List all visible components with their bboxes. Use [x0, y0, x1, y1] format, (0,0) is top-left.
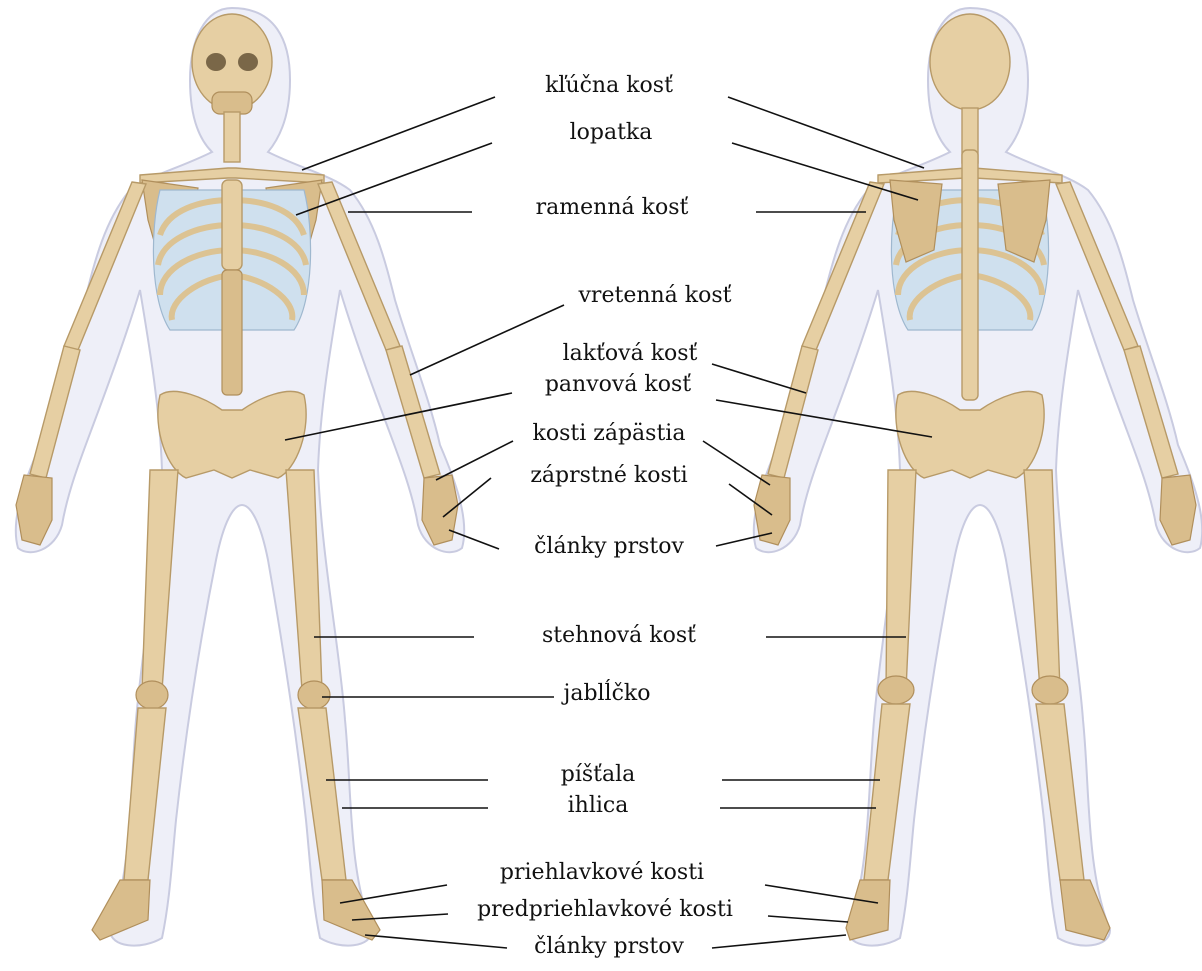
label-jablcko: jablĺčko — [564, 683, 651, 705]
label-predpriehlavkove-kosti: predpriehlavkové kosti — [477, 899, 733, 921]
label-pistala: píšťala — [561, 764, 636, 786]
back-right-foot — [1060, 880, 1110, 940]
label-zaprstne-kosti: záprstné kosti — [530, 465, 687, 487]
front-right-eye-socket — [238, 53, 258, 71]
back-left-foot — [846, 880, 890, 940]
back-skeleton-figure — [754, 8, 1202, 946]
leader-vretenna — [410, 305, 564, 375]
front-jaw — [212, 92, 252, 114]
front-left-patella — [136, 681, 168, 709]
back-skull — [930, 14, 1010, 110]
label-vretenna-kost: vretenná kosť — [579, 285, 732, 307]
front-left-eye-socket — [206, 53, 226, 71]
front-right-patella — [298, 681, 330, 709]
leader-laktova — [712, 364, 806, 393]
label-ihlica: ihlica — [568, 795, 629, 817]
leader-klucna-front — [302, 97, 495, 170]
leader-zapastie-back — [703, 441, 770, 485]
leader-lines — [285, 97, 932, 948]
label-clanky-prstov-noha: články prstov — [534, 936, 684, 958]
front-lumbar-spine — [222, 270, 242, 395]
leader-zapastie-front — [436, 441, 513, 480]
front-sternum — [222, 180, 242, 270]
leader-predpriehlavkove-back — [768, 916, 848, 922]
leader-clanky-noha-front — [365, 935, 507, 948]
label-laktova-kost: lakťová kosť — [563, 343, 698, 365]
back-right-knee — [1032, 676, 1068, 704]
back-spine — [962, 150, 978, 400]
back-left-knee — [878, 676, 914, 704]
label-kosti-zapastia: kosti zápästia — [533, 423, 686, 445]
label-stehnova-kost: stehnová kosť — [542, 625, 696, 647]
leader-clanky-noha-back — [712, 935, 846, 948]
front-skeleton-figure — [16, 8, 464, 946]
label-lopatka: lopatka — [570, 122, 653, 144]
front-neck — [224, 112, 240, 162]
leader-lopatka-back — [732, 143, 918, 200]
label-priehlavkove-kosti: priehlavkové kosti — [500, 862, 704, 884]
label-panvova-kost: panvová kosť — [545, 374, 691, 396]
label-klucna-kost: kľúčna kosť — [545, 75, 673, 97]
label-clanky-prstov-ruka: články prstov — [534, 536, 684, 558]
leader-klucna-back — [728, 97, 924, 168]
label-ramenna-kost: ramenná kosť — [536, 197, 689, 219]
